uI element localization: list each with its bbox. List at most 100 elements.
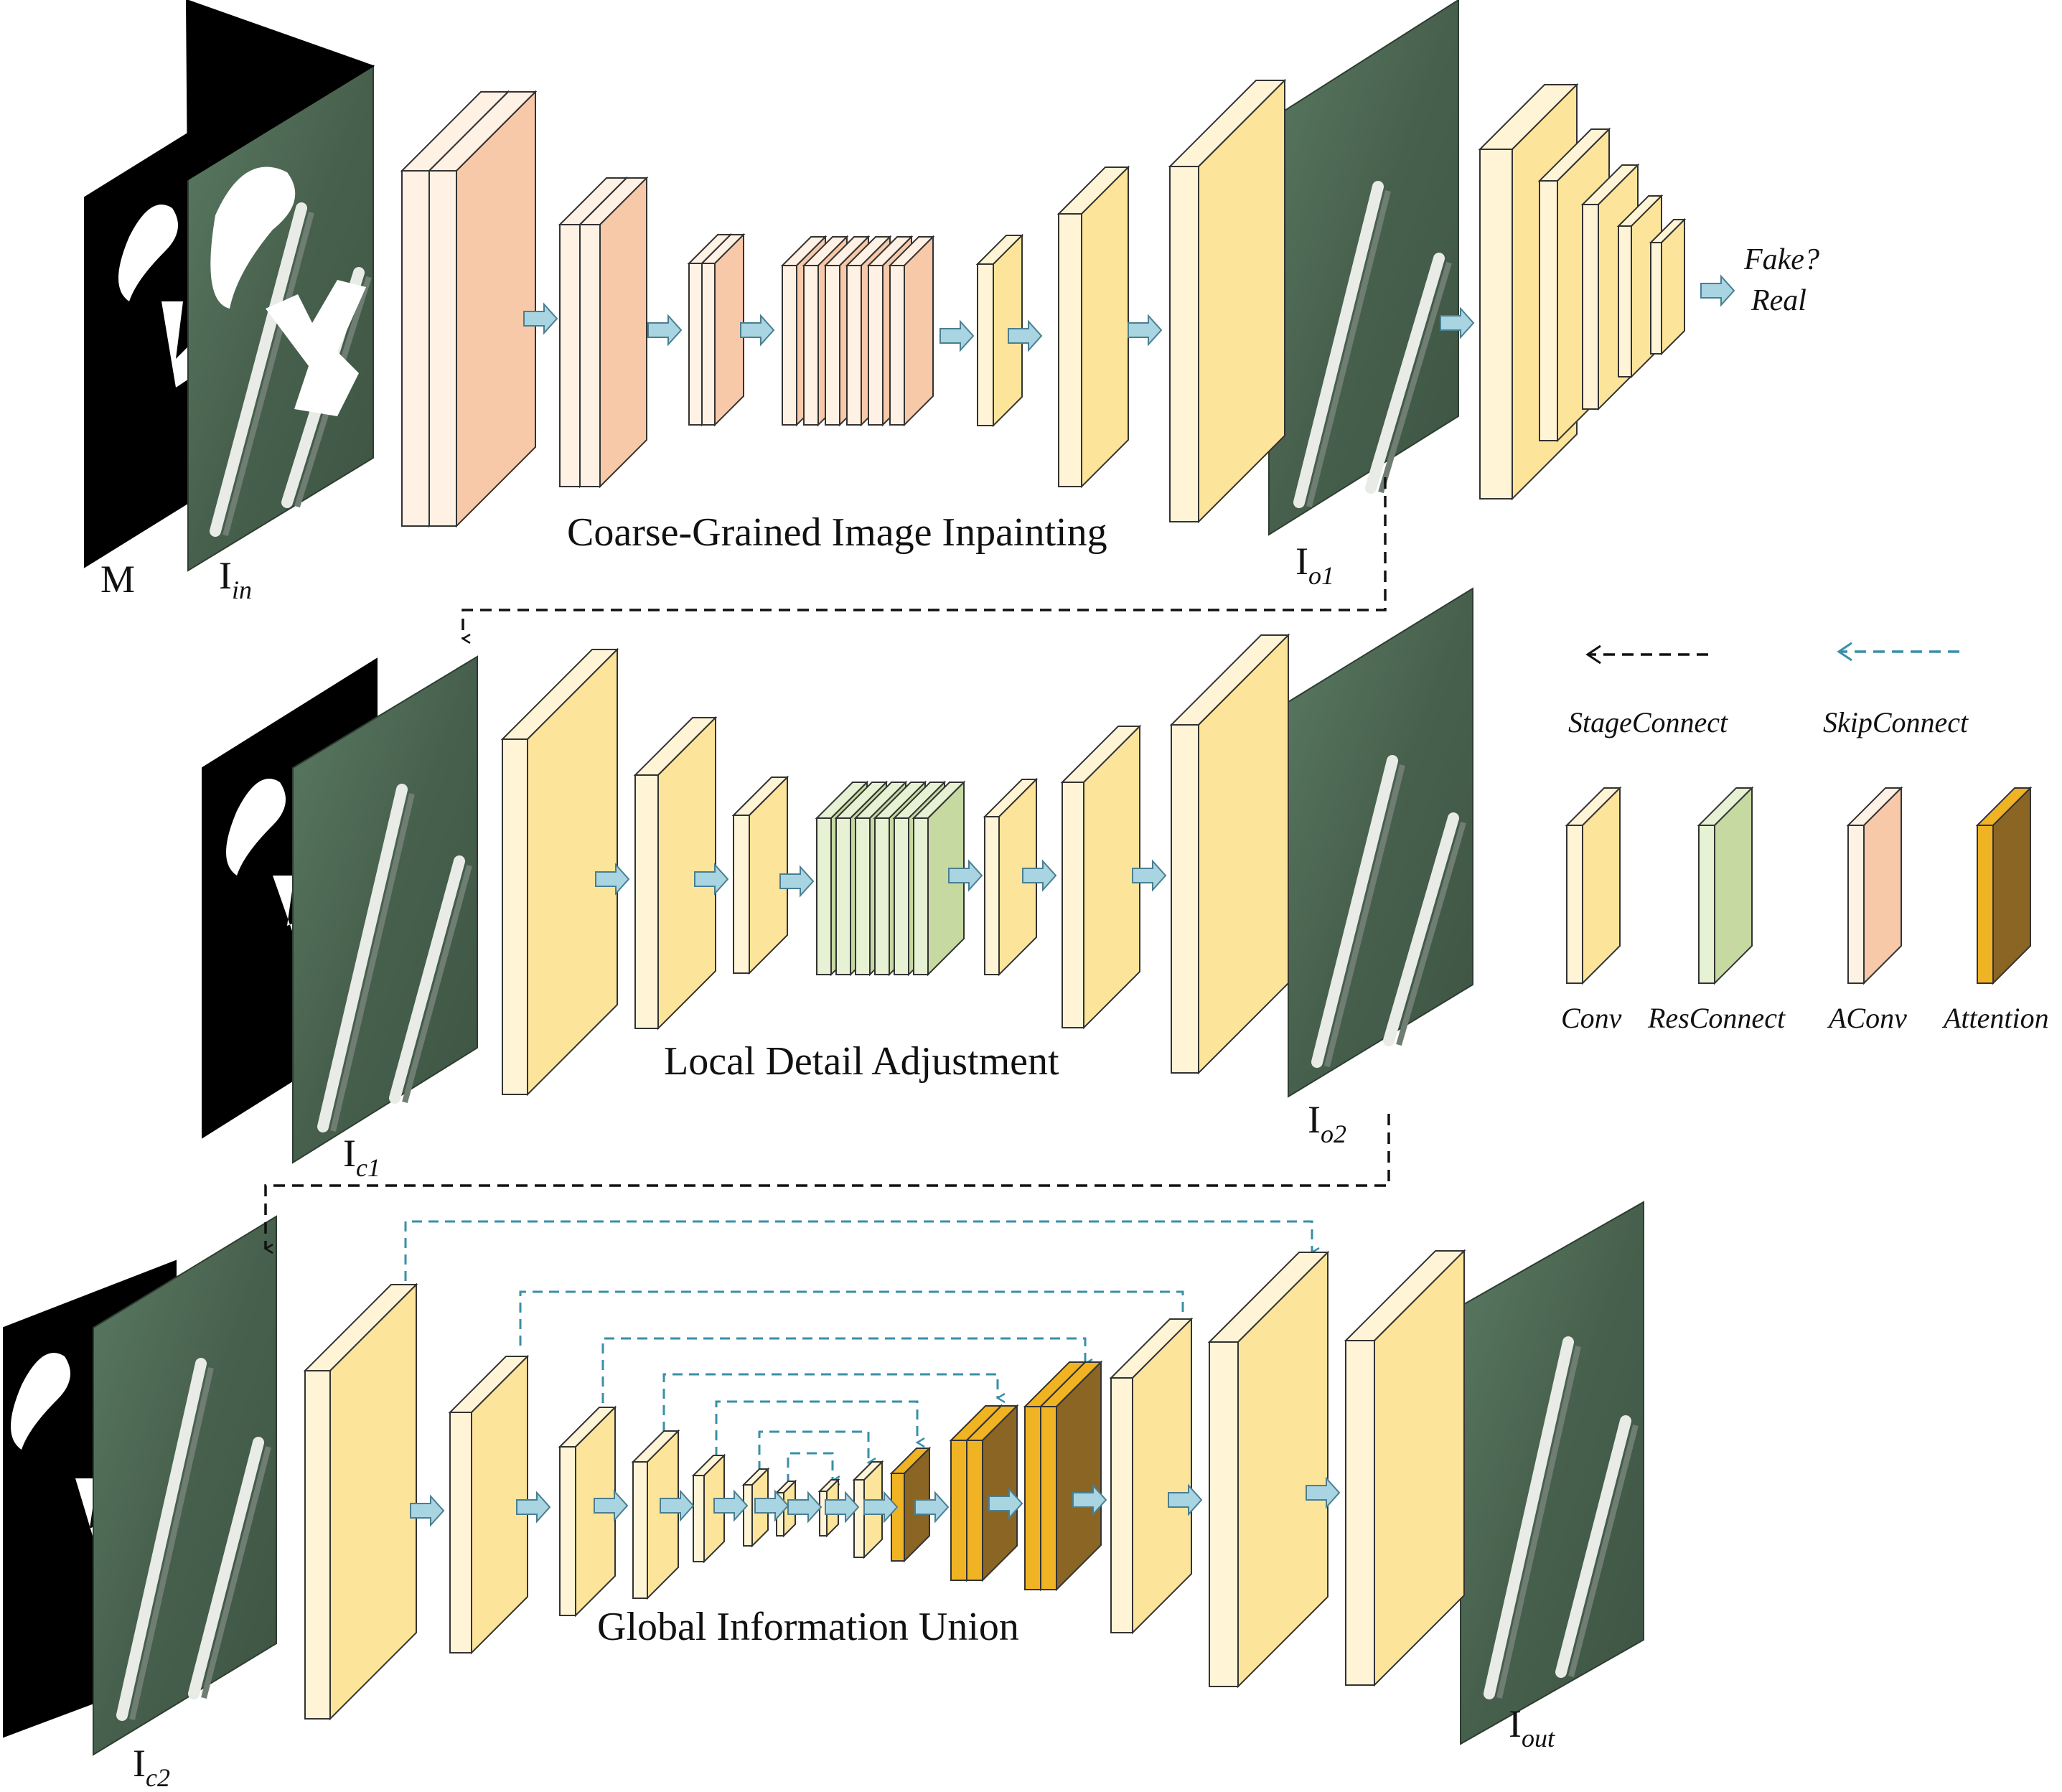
output-image-2-apron-1	[1396, 821, 1466, 1046]
s2-block-4	[983, 777, 1039, 977]
s3-arrow-1	[410, 1494, 445, 1527]
final-output-image-apron-1	[1568, 1425, 1639, 1677]
skip-connect-7	[787, 1452, 833, 1484]
coarse-image-2-runway-1	[188, 1437, 264, 1699]
s3-block-11-layer	[1207, 1250, 1330, 1689]
input-image-stage1-runway-0	[210, 202, 307, 537]
discriminator-real: Real	[1751, 284, 1806, 317]
legend-resconnect-block	[1697, 786, 1754, 985]
s2-arrow-4	[948, 859, 983, 892]
s2-block-5-layer	[1060, 724, 1142, 1030]
s1-block-6	[1168, 78, 1287, 524]
s2-block-3-layer	[731, 775, 789, 975]
s3-block-10-layer	[1109, 1317, 1194, 1635]
s2-block-2	[633, 716, 718, 1031]
s3-arrow-6	[754, 1489, 789, 1522]
final-output-image-apron-0	[1496, 1346, 1581, 1699]
skip-connect-4	[662, 1373, 998, 1432]
skip-connect-1	[404, 1220, 1312, 1281]
s3-attention-2b-layer	[965, 1404, 1019, 1582]
input-hole-1	[210, 166, 296, 309]
s2-res-6	[912, 780, 966, 977]
legend-attention-block	[1975, 786, 2033, 985]
s3-arrow-8	[825, 1491, 860, 1524]
discriminator-block-5	[1649, 217, 1687, 356]
stage-title-local: Local Detail Adjustment	[664, 1039, 1059, 1084]
s1-arrow-6	[1128, 314, 1163, 347]
label-output-2: Io2	[1308, 1098, 1346, 1148]
skip-connect-2	[519, 1290, 1183, 1346]
coarse-image-1-apron-0	[330, 793, 415, 1132]
s3-block-6-layer	[741, 1467, 770, 1548]
stage-connect-1-2	[463, 477, 1387, 639]
coarse-image-2	[93, 1215, 277, 1756]
s3-attention-2b	[965, 1404, 1019, 1582]
coarse-image-1-runway-0	[317, 784, 408, 1132]
s1-arrow-1	[523, 302, 558, 335]
s2-arrow-6	[1132, 859, 1167, 892]
image-layer	[3, 0, 1644, 1756]
legend-attention-block-layer	[1975, 786, 2033, 985]
input-hole-2	[266, 280, 366, 416]
input-mask-overlay	[185, 0, 375, 181]
s3-attention-3b-layer	[1039, 1360, 1103, 1592]
s3-block-12-layer	[1344, 1249, 1466, 1687]
s1-block-2b-layer	[578, 176, 649, 489]
flow-arrows	[410, 274, 1735, 1527]
legend-conv-block-layer	[1565, 786, 1622, 985]
s2-arrow-1	[595, 863, 630, 896]
stage-connect-2-3	[266, 1114, 1390, 1249]
legend-aconv-block-layer	[1846, 786, 1903, 985]
s2-block-2-layer	[633, 716, 718, 1031]
label-coarse-1: Ic1	[343, 1132, 380, 1182]
legend-stage-connect-head	[1585, 644, 1601, 665]
s1-arrow-7	[1440, 306, 1475, 339]
s1-arrow-5	[1008, 319, 1043, 352]
legend-resconnect-label: ResConnect	[1647, 1002, 1786, 1034]
legend-aconv-block	[1846, 786, 1903, 985]
stage-title-global: Global Information Union	[597, 1605, 1019, 1649]
skip-connect-6	[758, 1430, 868, 1471]
s3-block-11	[1207, 1250, 1330, 1689]
s3-block-12	[1344, 1249, 1466, 1687]
s1-arrow-8	[1700, 274, 1735, 307]
s1-block-3b-layer	[700, 233, 746, 427]
output-image-1-runway-0	[1293, 181, 1384, 508]
legend-aconv-label: AConv	[1827, 1002, 1907, 1034]
legend-conv-block	[1565, 786, 1622, 985]
output-image-2	[1288, 587, 1473, 1098]
skip-connect-5	[715, 1400, 917, 1457]
final-output-image-runway-1	[1555, 1415, 1631, 1678]
mask-image-stage1-hole-0	[118, 205, 178, 301]
s3-arrow-10	[914, 1491, 950, 1524]
s3-arrow-7	[787, 1491, 823, 1524]
s3-attention-3b	[1039, 1360, 1103, 1592]
output-image-1-apron-0	[1306, 190, 1391, 507]
label-final-output: Iout	[1509, 1702, 1555, 1753]
s3-block-1-layer	[303, 1282, 418, 1721]
output-image-2-runway-0	[1311, 755, 1398, 1068]
s3-arrow-13	[1168, 1483, 1203, 1516]
legend-resconnect-block-layer	[1697, 786, 1754, 985]
s1-block-2b	[578, 176, 649, 489]
coarse-image-2-apron-0	[129, 1367, 214, 1720]
s3-arrow-5	[713, 1489, 749, 1522]
s3-arrow-9	[863, 1491, 899, 1524]
s2-block-1-layer	[500, 647, 619, 1097]
s2-arrow-3	[779, 865, 815, 898]
output-image-2-apron-0	[1324, 764, 1405, 1067]
s2-arrow-5	[1022, 859, 1057, 892]
s2-block-5	[1060, 724, 1142, 1030]
s1-arrow-3	[740, 314, 775, 347]
legend-skip-connect-head	[1837, 642, 1852, 662]
s3-block-4	[631, 1429, 680, 1600]
s3-arrow-12	[1072, 1483, 1107, 1516]
output-image-1-apron-1	[1378, 261, 1452, 494]
s3-block-4-layer	[631, 1429, 680, 1600]
legend: StageConnect SkipConnect Conv ResConnect…	[1561, 642, 2049, 1034]
stage-title-coarse: Coarse-Grained Image Inpainting	[567, 510, 1107, 555]
legend-attention-label: Attention	[1941, 1002, 2049, 1034]
s1-block-3b	[700, 233, 746, 427]
mask-image-stage2-hole-0	[226, 779, 286, 876]
skip-connect-3	[601, 1337, 1085, 1403]
